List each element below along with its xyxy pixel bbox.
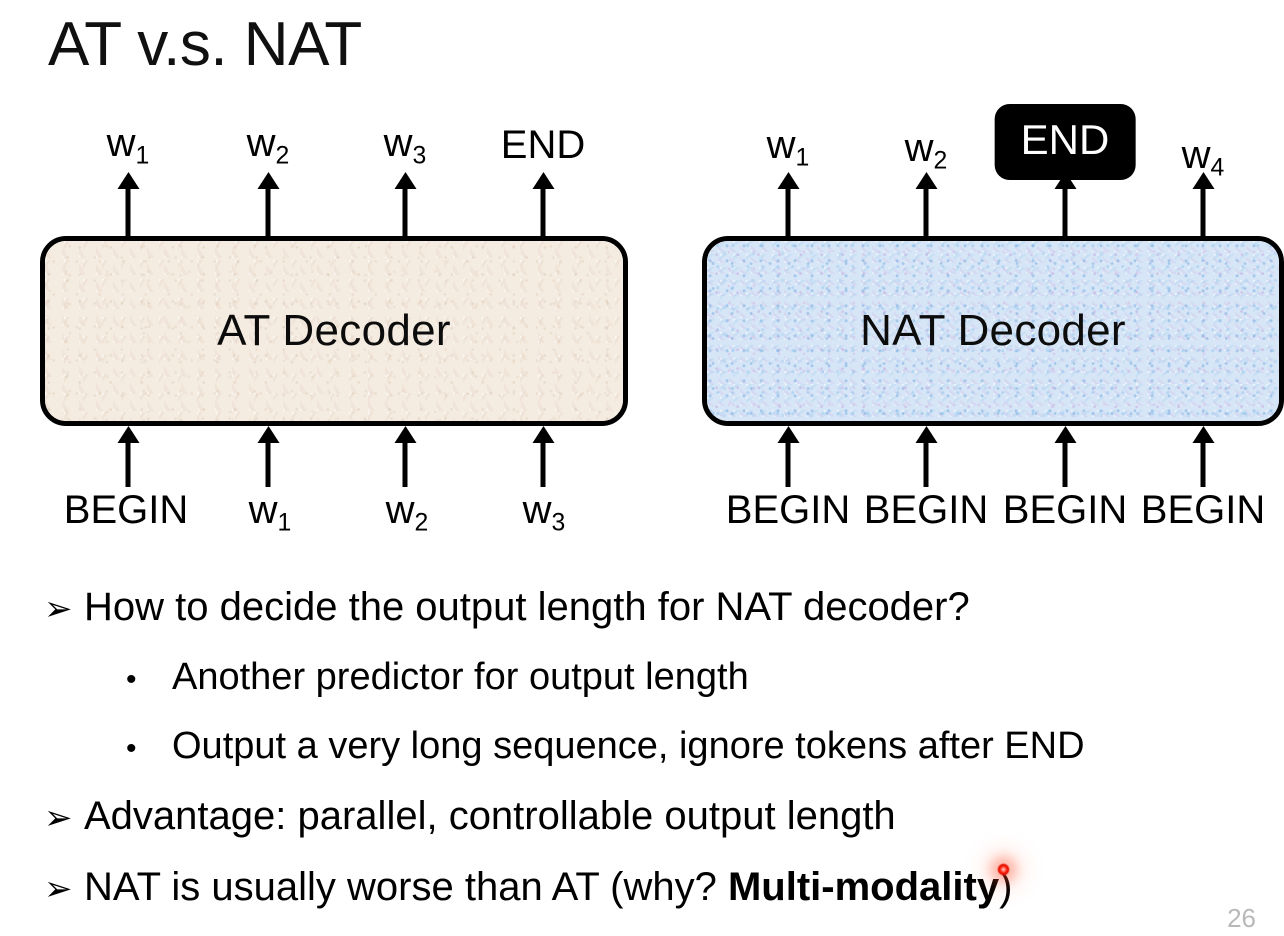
nat-output-arrow-4 xyxy=(1200,185,1206,237)
bullet-dot-icon: • xyxy=(126,732,137,765)
bullet-item-3: • Output a very long sequence, ignore to… xyxy=(44,725,1264,768)
at-input-arrow-2 xyxy=(265,439,271,487)
at-decoder-box: AT Decoder xyxy=(40,236,628,426)
bullet-arrow-icon: ➢ xyxy=(44,590,73,628)
bullet-arrow-icon: ➢ xyxy=(44,870,73,908)
at-input-token-4: w3 xyxy=(523,490,566,536)
at-output-token-1: w1 xyxy=(107,123,150,169)
nat-output-token-1: w1 xyxy=(767,125,810,171)
bullet-item-5-text: NAT is usually worse than AT (why? Multi… xyxy=(84,865,1012,910)
nat-output-arrow-1 xyxy=(785,185,791,237)
bullet-item-1-text: How to decide the output length for NAT … xyxy=(84,585,970,629)
bullet-item-3-text: Output a very long sequence, ignore toke… xyxy=(172,725,1085,767)
nat-decoder-label: NAT Decoder xyxy=(860,306,1126,355)
bullet-item-1: ➢ How to decide the output length for NA… xyxy=(44,585,1264,630)
at-output-arrow-1 xyxy=(125,185,131,237)
at-output-token-3-text: w xyxy=(383,121,413,165)
at-output-arrow-4 xyxy=(540,185,546,237)
bullet-dot-icon: • xyxy=(126,663,137,696)
nat-output-token-2-text: w xyxy=(904,126,934,170)
at-input-arrow-3 xyxy=(402,439,408,487)
at-decoder-texture xyxy=(45,241,623,421)
at-output-arrow-2 xyxy=(265,185,271,237)
bullet-item-4-text: Advantage: parallel, controllable output… xyxy=(84,794,896,838)
nat-output-arrow-3 xyxy=(1062,185,1068,237)
at-input-token-4-sub: 3 xyxy=(551,509,566,537)
bullet-item-2: • Another predictor for output length xyxy=(44,656,1264,699)
nat-decoder-box: NAT Decoder xyxy=(702,236,1284,426)
at-output-token-end: END xyxy=(500,123,586,167)
nat-input-arrow-1 xyxy=(785,439,791,487)
bullet-item-2-text: Another predictor for output length xyxy=(172,656,749,698)
nat-input-token-4: BEGIN xyxy=(1140,488,1266,532)
bullet-item-5-bold: Multi-modality xyxy=(727,865,1000,909)
nat-input-token-2: BEGIN xyxy=(863,488,989,532)
at-output-token-2-sub: 2 xyxy=(275,142,290,170)
at-output-arrow-3 xyxy=(402,185,408,237)
nat-decoder-texture xyxy=(707,241,1279,421)
at-output-token-3: w3 xyxy=(384,123,427,169)
nat-decoder-panel: w1 w2 END w4 NAT Decoder BEGIN BEGIN BEG… xyxy=(692,95,1284,555)
nat-input-arrow-2 xyxy=(923,439,929,487)
nat-input-token-3: BEGIN xyxy=(1002,488,1128,532)
bullet-arrow-icon: ➢ xyxy=(44,799,73,837)
nat-output-token-4-text: w xyxy=(1181,133,1211,177)
at-output-token-1-text: w xyxy=(106,121,136,165)
nat-output-token-2-sub: 2 xyxy=(933,147,948,175)
at-output-token-1-sub: 1 xyxy=(135,142,150,170)
at-input-token-1: BEGIN xyxy=(63,488,189,532)
bullet-item-5: ➢ NAT is usually worse than AT (why? Mul… xyxy=(44,865,1264,910)
nat-output-token-1-sub: 1 xyxy=(795,144,810,172)
at-input-arrow-4 xyxy=(540,439,546,487)
bullet-item-5-lead: NAT is usually worse than AT (why? xyxy=(84,865,728,909)
at-input-token-2-text: w xyxy=(248,488,278,532)
at-output-token-2: w2 xyxy=(247,123,290,169)
at-input-token-2: w1 xyxy=(249,490,292,536)
at-decoder-label: AT Decoder xyxy=(217,306,451,355)
at-input-token-2-sub: 1 xyxy=(277,509,292,537)
nat-output-token-1-text: w xyxy=(766,123,796,167)
at-input-token-4-text: w xyxy=(522,488,552,532)
at-input-arrow-1 xyxy=(125,439,131,487)
bullet-item-5-tail: ) xyxy=(999,865,1013,909)
nat-output-token-end-highlight: END xyxy=(994,104,1136,180)
nat-input-arrow-4 xyxy=(1200,439,1206,487)
at-input-token-3-sub: 2 xyxy=(414,509,429,537)
at-vs-nat-diagram: w1 w2 w3 END AT Decoder BEGIN w1 w2 xyxy=(0,95,1284,555)
bullet-list: ➢ How to decide the output length for NA… xyxy=(44,585,1264,936)
bullet-item-4: ➢ Advantage: parallel, controllable outp… xyxy=(44,794,1264,839)
page-number: 26 xyxy=(1227,903,1256,933)
at-decoder-panel: w1 w2 w3 END AT Decoder BEGIN w1 w2 xyxy=(30,95,630,555)
at-input-token-3: w2 xyxy=(386,490,429,536)
at-output-token-3-sub: 3 xyxy=(412,142,427,170)
at-input-token-3-text: w xyxy=(385,488,415,532)
page-title: AT v.s. NAT xyxy=(48,10,362,79)
nat-output-arrow-2 xyxy=(923,185,929,237)
nat-output-token-2: w2 xyxy=(905,128,948,174)
nat-input-arrow-3 xyxy=(1062,439,1068,487)
nat-input-token-1: BEGIN xyxy=(725,488,851,532)
at-output-token-2-text: w xyxy=(246,121,276,165)
